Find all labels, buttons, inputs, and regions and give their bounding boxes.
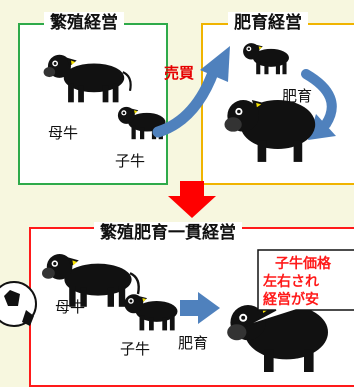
integrated-fattening-label: 肥育 — [178, 335, 209, 352]
breeding-calf-label: 子牛 — [115, 153, 146, 170]
fattened-steer-icon — [224, 100, 316, 162]
fattening-arrow-icon — [301, 69, 337, 140]
fattening-management-title: 肥育経営 — [228, 12, 308, 34]
callout-line-1: 子牛価格 — [275, 255, 331, 271]
fattening-label: 肥育 — [282, 88, 313, 105]
integrated-cow-label: 母牛 — [55, 299, 86, 316]
partial-ball-icon — [0, 281, 37, 327]
combine-arrow-icon — [168, 181, 216, 218]
callout-bubble — [245, 249, 354, 327]
integrated-calf-label: 子牛 — [120, 341, 151, 358]
integrated-management-title: 繁殖肥育一貫経営 — [94, 222, 242, 244]
sale-arrow-icon — [152, 46, 230, 138]
breeding-management-title: 繁殖経営 — [44, 12, 124, 34]
sale-label: 売買 — [164, 65, 195, 82]
breeding-cow-icon — [42, 53, 132, 104]
breeding-cow-label: 母牛 — [48, 125, 79, 142]
integrated-calf-icon — [124, 294, 178, 331]
diagram-graphics — [0, 43, 354, 372]
callout-line-2: 左右され — [263, 273, 319, 289]
callout-line-3: 経営が安 — [263, 291, 319, 307]
purchased-calf-icon — [243, 43, 289, 75]
integrated-fattening-arrow-icon — [180, 292, 220, 324]
